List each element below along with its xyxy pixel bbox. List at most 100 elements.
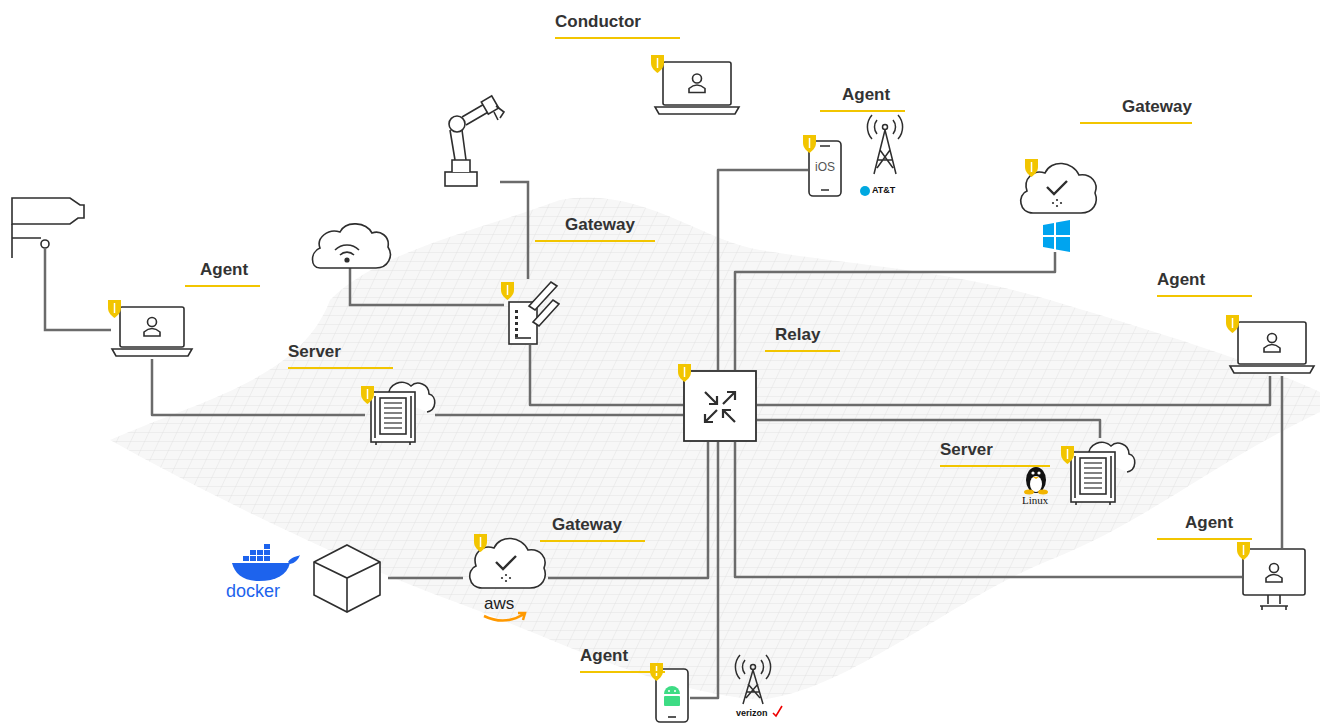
linux-penguin [1031,471,1034,474]
laptop-icon [1230,320,1314,376]
cell-tower-symbol [751,665,756,670]
laptop-icon [1268,334,1277,343]
monitor-icon [1243,545,1245,555]
cloud-icon [509,577,511,579]
server-icon [1071,452,1115,502]
cloudwin-icon [1047,181,1067,194]
laptop-icon [148,318,157,327]
node-label: Agent [820,85,905,112]
laptop-icon [655,60,739,117]
linux-penguin [1033,477,1039,479]
linux-penguin [1024,467,1048,495]
logo-text: docker [226,581,280,602]
server-icon [367,389,369,399]
docker-logo [264,544,270,549]
device-wires [45,182,528,578]
android-icon [668,716,676,718]
cloud-icon [505,580,507,582]
network-link [757,420,1100,438]
laptop-icon [1264,345,1280,353]
android-icon [664,696,680,706]
device-wires [500,182,528,279]
android-icon [674,690,676,692]
server-node: Server [365,378,435,445]
android-icon [656,666,658,676]
node-label: Gateway [1080,97,1192,124]
switch-icon [501,282,514,300]
server-icon [1061,446,1074,464]
network-link [530,345,683,405]
linux-penguin [1024,490,1034,495]
laptop-icon [651,55,664,73]
relay-icon [705,392,735,422]
server-node: Server [1065,438,1135,505]
logo-text: aws [484,594,514,614]
docker-logo [232,544,300,581]
cloudwin-icon [1052,202,1054,204]
docker-logo [243,556,249,561]
docker-logo [257,550,263,555]
docker-logo [232,563,290,581]
relay-icon [678,364,691,382]
laptop-icon [1230,366,1314,373]
logo-text: verizon [736,708,768,718]
cloudwin-icon [1031,162,1033,172]
laptop-icon [655,107,739,114]
device-wires [45,249,111,330]
node-label: Conductor [555,12,680,39]
cell-tower-symbol [867,115,902,139]
server-icon [1067,449,1069,459]
node-label: Agent [185,260,260,287]
logo-text: Linux [1022,494,1048,507]
laptop-icon [1238,322,1306,364]
cloud-icon [464,530,548,590]
monitor-icon [1260,595,1288,610]
server-icon [1084,487,1102,488]
cell-tower-symbol [735,655,782,716]
switch-icon [507,285,509,295]
cell-tower-symbol [773,706,782,716]
wifi-cloud-symbol [335,245,359,255]
server-icon [1084,477,1102,478]
cloud-icon [501,577,503,579]
node-label: Agent [1157,270,1252,297]
node-label: Relay [765,325,840,352]
cloud-icon [496,556,516,569]
cell-tower-symbol [860,186,870,196]
robot-arm-symbol [494,106,504,120]
phone-icon [809,141,841,196]
laptop-icon [1226,315,1239,333]
server-icon [380,398,406,434]
docker-logo [250,550,256,555]
cloudwin-icon [1043,220,1070,252]
switch-icon [505,280,560,345]
server-icon [1084,467,1102,468]
linux-penguin [1030,476,1042,492]
cloudwin-icon [1060,202,1062,204]
laptop-icon [120,307,184,347]
android-icon [655,668,690,724]
docker-logo [288,555,300,564]
server-icon [1084,482,1102,483]
laptop-icon [663,62,731,105]
robot-arm-symbol [449,116,465,132]
node-label: Agent [580,646,665,673]
switch-icon [515,310,518,313]
network-link [1281,376,1284,548]
logo-text: AT&T [872,185,895,195]
laptop-icon [108,300,121,318]
switch-icon [515,328,518,331]
phone-icon [809,138,811,148]
cloud-icon [505,574,507,576]
android-icon [664,686,680,694]
laptop-icon [114,303,116,313]
cloud-gateway: Gateway [1015,155,1099,252]
relay-icon [684,371,756,441]
server-icon [1084,472,1102,473]
wifi-cloud-symbol [313,224,391,268]
cloud-gateway: Gateway [464,530,548,590]
server-icon [384,427,402,428]
relay-icon [684,367,686,377]
docker-logo [250,556,256,561]
